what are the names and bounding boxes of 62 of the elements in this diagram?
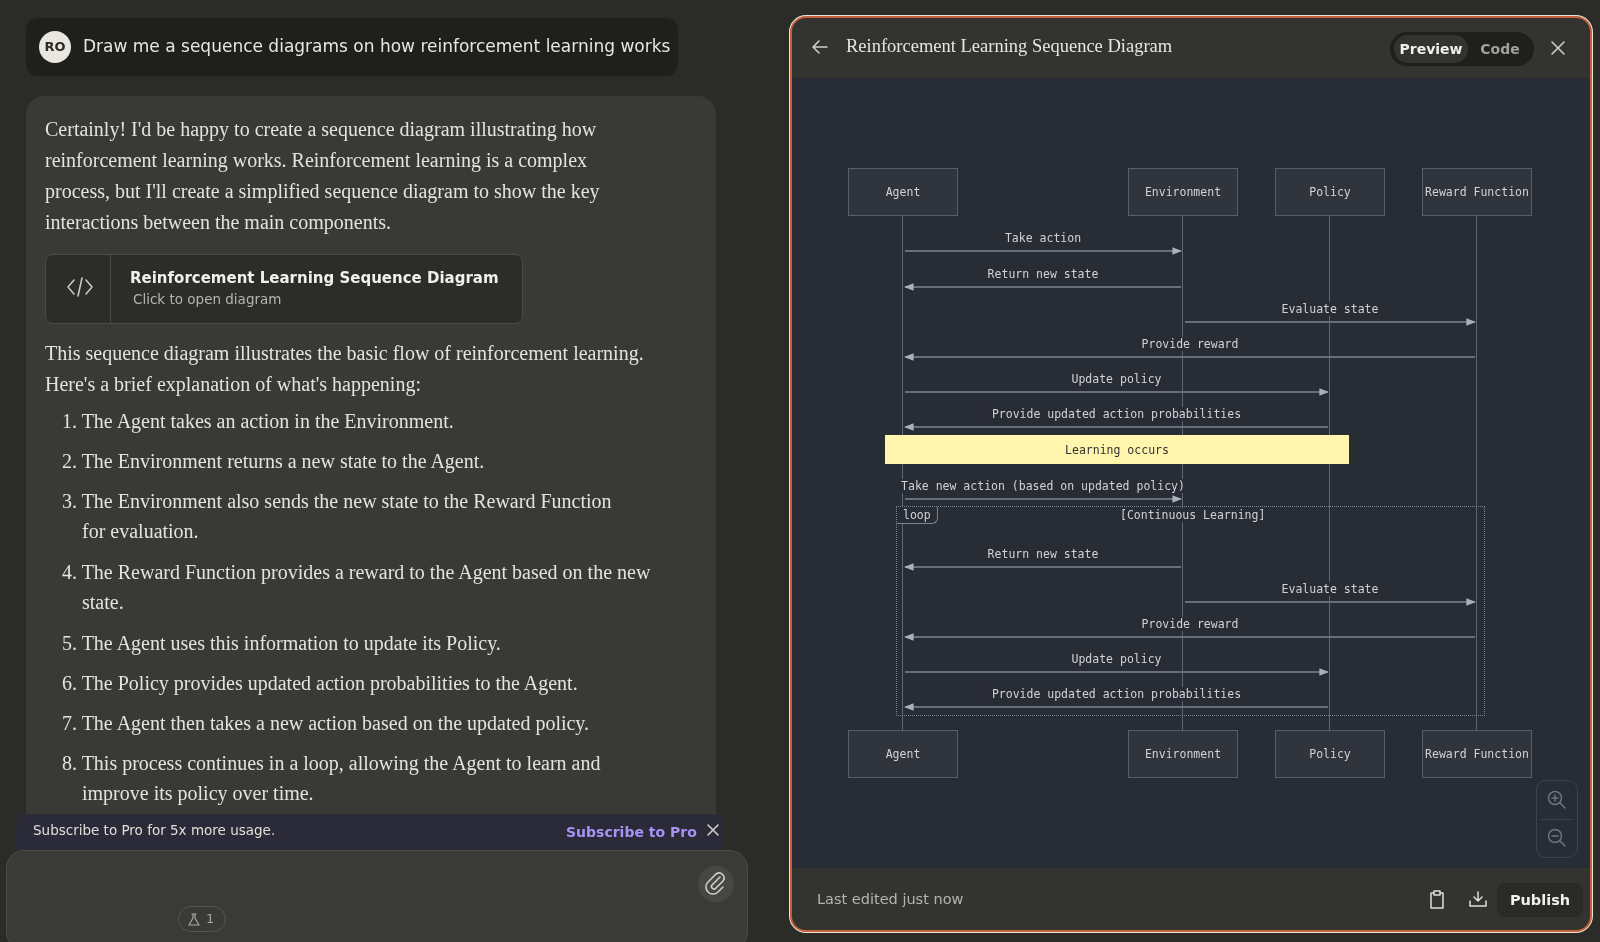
participant-box [1275, 168, 1385, 216]
participant-box [1128, 168, 1238, 216]
list-item: 4. The Reward Function provides a reward to the Agent based on the new state. [62, 560, 652, 615]
edge-label: Evaluate state [1279, 302, 1381, 316]
participant-box [1275, 730, 1385, 778]
loop-tag: loop [897, 507, 938, 524]
lifeline [1475, 216, 1479, 730]
banner-text: Subscribe to Pro for 5x more usage. [33, 822, 277, 838]
edge-label: Provide reward [1139, 617, 1241, 631]
participant-box [1128, 730, 1238, 778]
response-paragraph: Certainly! I'd be happy to create a sequence diagram illustrating how reinforcement learning works. Reinforcement learning is a complex process, but I'll create a simplified sequence diagram to show the key interactions between the main components. [45, 117, 601, 236]
artifact-subtitle: Click to open diagram [133, 291, 283, 307]
list-item: 2. The Environment returns a new state to the Agent. [62, 449, 486, 475]
list-item: 7. The Agent then takes a new action based on the updated policy. [62, 711, 591, 737]
edge-label: Evaluate state [1279, 582, 1381, 596]
edge-label: Return new state [985, 267, 1101, 281]
publish-button: Publish [1497, 883, 1583, 917]
panel-title: Reinforcement Learning Sequence Diagram [846, 36, 1173, 57]
artifact-title: Reinforcement Learning Sequence Diagram [130, 269, 500, 287]
participant-label: Reward Function [1425, 185, 1529, 199]
list-item: 1. The Agent takes an action in the Environment. [62, 409, 455, 435]
message-arrow [1184, 598, 1476, 606]
list-item: 5. The Agent uses this information to update its Policy. [62, 631, 502, 657]
participant-label: Environment [1144, 185, 1222, 199]
participant-box [1422, 168, 1532, 216]
participant-label: Policy [1309, 185, 1351, 199]
edge-label: Return new state [985, 547, 1101, 561]
edge-label: Update policy [1069, 652, 1164, 666]
message-arrow [904, 633, 1476, 641]
message-arrow [904, 668, 1329, 676]
preview-tab: Preview [1394, 35, 1468, 63]
subscribe-link: Subscribe to Pro [566, 818, 696, 846]
message-arrow [904, 423, 1329, 431]
usage-count: 1 [206, 911, 216, 926]
message-arrow [904, 563, 1182, 571]
user-message: Draw me a sequence diagrams on how reinforcement learning works [83, 36, 672, 56]
edge-label: Take action [1002, 231, 1084, 245]
participant-label: Agent [885, 747, 921, 761]
list-item: 8. This process continues in a loop, allowing the Agent to learn and improve its policy over time. [62, 751, 602, 807]
participant-box [848, 168, 958, 216]
code-tab: Code [1470, 35, 1530, 63]
message-arrow [904, 703, 1329, 711]
participant-box [848, 730, 958, 778]
participant-label: Environment [1144, 747, 1222, 761]
message-arrow [904, 247, 1182, 255]
participant-label: Reward Function [1425, 747, 1529, 761]
participant-label: Agent [885, 185, 921, 199]
message-arrow [904, 353, 1476, 361]
list-item: 6. The Policy provides updated action probabilities to the Agent. [62, 671, 579, 697]
edge-label: Provide reward [1139, 337, 1241, 351]
response-paragraph: This sequence diagram illustrates the basic flow of reinforcement learning. Here's a brief explanation of what's happening: [45, 341, 645, 398]
participant-label: Policy [1309, 747, 1351, 761]
note-text: Learning occurs [1065, 442, 1169, 457]
message-arrow [1184, 318, 1476, 326]
message-arrow [904, 388, 1329, 396]
message-arrow [904, 283, 1182, 291]
edge-label: Update policy [1069, 372, 1164, 386]
list-item: 3. The Environment also sends the new state to the Reward Function for evaluation. [62, 489, 613, 544]
status-text: Last edited just now [817, 891, 965, 907]
message-arrow [904, 495, 1182, 503]
note-box [885, 435, 1349, 464]
participant-box [1422, 730, 1532, 778]
